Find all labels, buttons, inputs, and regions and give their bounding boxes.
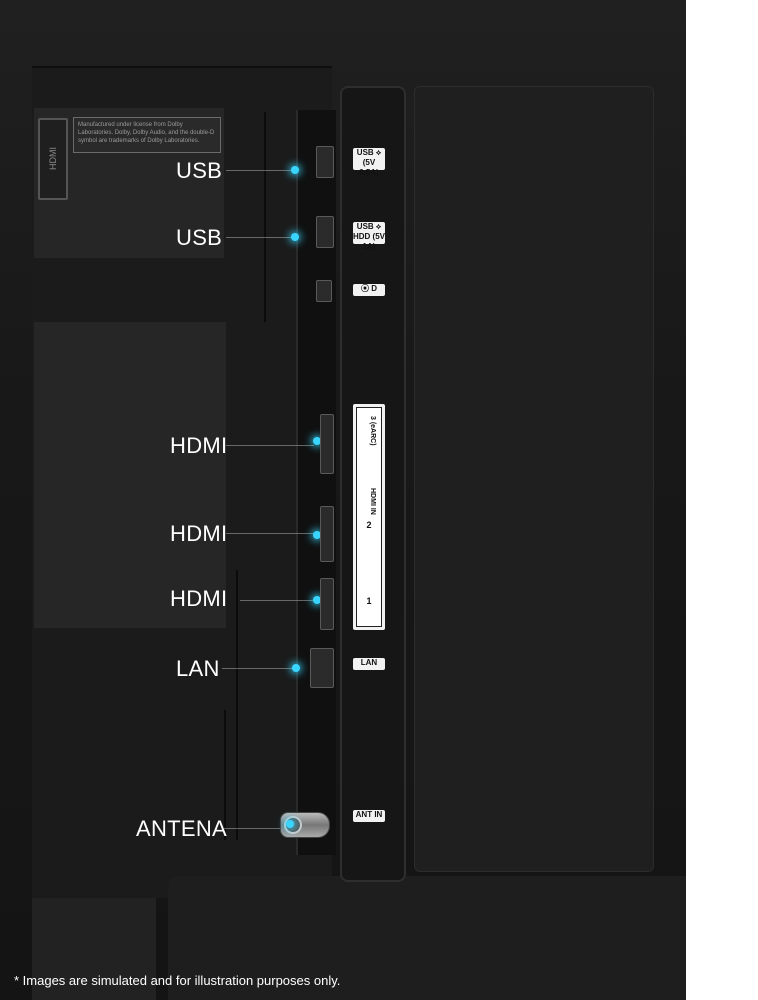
leader-line [226,237,294,238]
usb-port-1 [316,146,334,178]
lan-indicator-dot [292,664,300,672]
leader-line [224,828,282,829]
leader-line [226,445,314,446]
hdmi-logo-text: HDMI [48,147,58,171]
hdmi-2-indicator-dot [313,531,321,539]
right-cover-panel [414,86,654,872]
panel-edge [224,710,226,840]
hdmi-port-2 [320,506,334,562]
panel-edge [264,112,266,322]
label-hdmi-2: HDMI [170,521,228,546]
dolby-license-label: Manufactured under license from Dolby La… [73,117,221,153]
lan-port [310,648,334,688]
disclaimer-text: * Images are simulated and for illustrat… [14,973,341,988]
middle-panel-block [34,322,226,628]
hdmi-3-indicator-dot [313,596,321,604]
tv-back-panel-scene: HDMI Manufactured under license from Dol… [0,0,686,1000]
hdmi-1-label: 1 [366,596,372,606]
hdmi-2-label: 2 [366,520,372,530]
hdmi-in-label: HDMI IN [369,488,376,515]
usb-1-indicator-dot [291,166,299,174]
label-antenna: ANTENA [136,816,228,841]
label-hdmi-3: HDMI [170,586,228,611]
label-lan: LAN [176,656,220,681]
optical-port [316,280,332,302]
hdmi-1-indicator-dot [313,437,321,445]
antenna-tag: ANT IN [353,810,385,822]
panel-edge [236,570,238,840]
label-hdmi-1: HDMI [170,433,228,458]
leader-line [240,600,314,601]
bottom-left-panel [32,898,156,1000]
hdmi-port-tag: 3 (eARC) HDMI IN 2 1 [353,404,385,630]
hdmi-port-1 [320,578,334,630]
usb-1-tag: USB ⟡ (5V 0.5A) [353,148,385,177]
bottom-right-panel [168,876,686,1000]
optical-tag: ⦿ D [353,284,385,296]
lan-tag: LAN [353,658,385,670]
leader-line [226,533,314,534]
label-usb-2: USB [176,225,223,250]
usb-2-tag: USB ⟡ HDD (5V 1A) [353,222,386,251]
usb-2-indicator-dot [291,233,299,241]
hdmi-port-3 [320,414,334,474]
label-usb-1: USB [176,158,223,183]
antenna-indicator-dot [286,820,294,828]
leader-line [222,668,294,669]
usb-port-2 [316,216,334,248]
hdmi-logo-badge: HDMI [38,118,68,200]
hdmi-3-earc-label: 3 (eARC) [369,416,376,446]
leader-line [226,170,294,171]
